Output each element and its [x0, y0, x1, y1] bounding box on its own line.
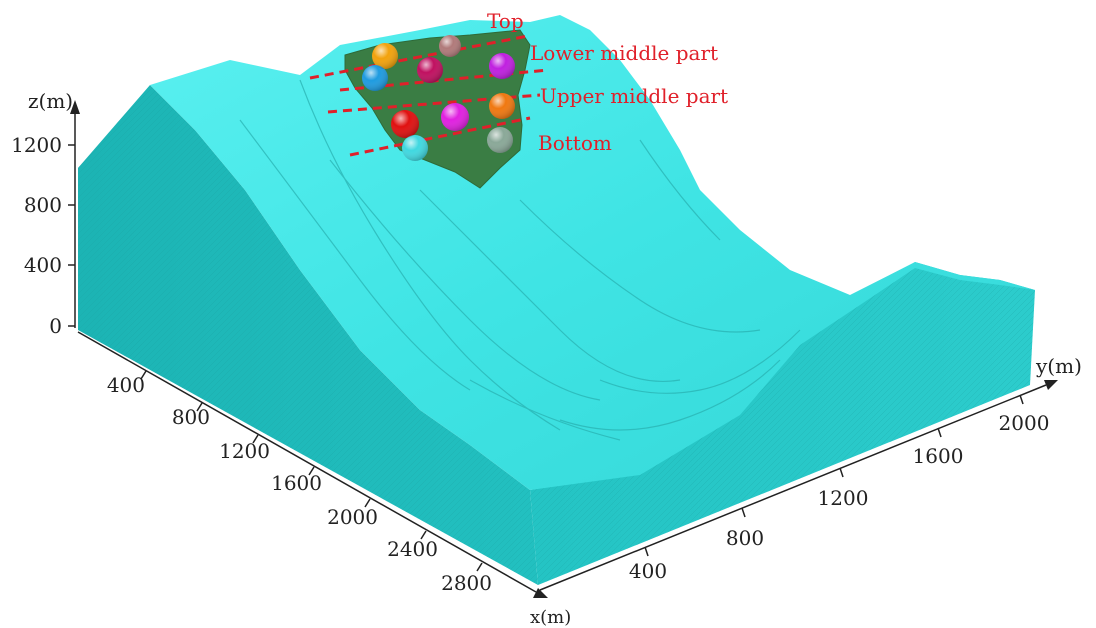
sphere-highlights	[362, 35, 515, 161]
z-tick-label: 800	[24, 193, 62, 217]
y-tick-label: 2000	[999, 411, 1050, 435]
zone-label-bottom: Bottom	[538, 131, 612, 155]
x-tick-label: 2400	[387, 537, 438, 561]
y-tick-label: 400	[629, 559, 667, 583]
y-axis	[539, 380, 1058, 591]
x-tick-label: 2000	[327, 505, 378, 529]
z-tick-label: 400	[24, 253, 62, 277]
zone-label-lower-middle: Lower middle part	[530, 41, 718, 65]
zone-label-top: Top	[487, 9, 524, 33]
y-tick-label: 800	[726, 526, 764, 550]
z-tick-label: 1200	[11, 133, 62, 157]
y-tick-label: 1200	[818, 486, 869, 510]
divider-upper-middle	[327, 93, 541, 114]
y-tick-label: 1600	[913, 444, 964, 468]
x-axis	[77, 331, 548, 598]
divider-bottom	[349, 116, 531, 157]
y-axis-title: y(m)	[1035, 354, 1082, 378]
terrain-front-side-texture	[530, 262, 1035, 585]
landslide-area	[344, 29, 531, 189]
terrain-top-surface	[150, 15, 1035, 490]
x-tick-label: 400	[107, 373, 145, 397]
x-tick-label: 1600	[271, 471, 322, 495]
x-axis-title: x(m)	[530, 607, 571, 628]
x-tick-label: 1200	[219, 439, 270, 463]
z-axis	[68, 100, 80, 328]
divider-top	[309, 34, 529, 80]
x-tick-label: 800	[172, 405, 210, 429]
terrain-relief-shading	[239, 79, 801, 441]
z-axis-title: z(m)	[28, 89, 73, 113]
terrain-left-side-texture	[78, 85, 538, 585]
zone-label-upper-middle: Upper middle part	[540, 84, 728, 108]
x-tick-label: 2800	[441, 571, 492, 595]
z-tick-label: 0	[49, 314, 62, 338]
